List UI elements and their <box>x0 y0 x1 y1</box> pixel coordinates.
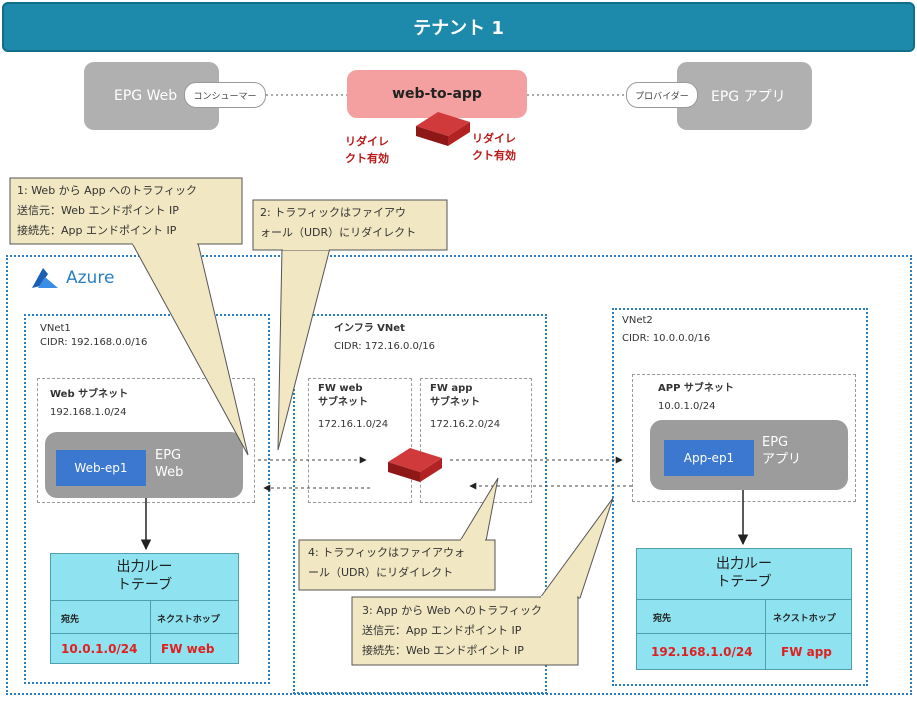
provider-label: プロバイダー <box>635 91 689 102</box>
rt-right-col-next: ネクストホップ <box>773 614 836 624</box>
callout-1-line1: 1: Web から App へのトラフィック <box>17 184 197 197</box>
rt-right-dest: 192.168.1.0/24 <box>651 645 753 659</box>
consumer-pill: コンシューマー <box>184 82 266 108</box>
callout-2-line2: ォール（UDR）にリダイレクト <box>260 226 417 239</box>
fw-web-subnet-box <box>308 378 412 503</box>
web-ep1-label: Web-ep1 <box>74 461 128 475</box>
contract-label: web-to-app <box>392 86 482 102</box>
redirect-enabled-right: リダイレ クト有効 <box>472 130 516 164</box>
redirect-left-line1: リダイレ <box>345 135 389 148</box>
consumer-label: コンシューマー <box>193 91 257 102</box>
web-subnet-name: Web サブネット <box>50 389 129 400</box>
callout-2-text: 2: トラフィックはファイアウ ォール（UDR）にリダイレクト <box>260 203 416 243</box>
callout-1-line2: 送信元：Web エンドポイント IP <box>17 204 179 217</box>
app-subnet-cidr: 10.0.1.0/24 <box>658 401 716 412</box>
app-subnet-box <box>632 374 856 502</box>
web-subnet-cidr: 192.168.1.0/24 <box>50 407 127 418</box>
fw-app-subnet-word: サブネット <box>430 397 480 408</box>
fw-web-name: FW web <box>318 383 363 394</box>
contract-web-to-app[interactable]: web-to-app <box>347 70 527 118</box>
fw-app-name: FW app <box>430 383 473 394</box>
rt-left-col-dest: 宛先 <box>61 615 80 625</box>
infra-vnet-name: インフラ VNet <box>334 323 405 334</box>
epg-web-label: EPG Web <box>114 88 178 104</box>
callout-3-line2: 送信元：App エンドポイント IP <box>362 624 522 637</box>
fw-web-cidr: 172.16.1.0/24 <box>318 419 389 430</box>
web-ep1-endpoint[interactable]: Web-ep1 <box>56 450 146 486</box>
callout-3-text: 3: App から Web へのトラフィック 送信元：App エンドポイント I… <box>362 601 542 661</box>
epg-app-box[interactable]: EPG アプリ <box>677 62 812 130</box>
vnet2-box <box>612 308 868 686</box>
provider-pill: プロバイダー <box>626 82 698 108</box>
rt-left-title-line2: トテーブ <box>116 577 173 593</box>
azure-icon <box>32 268 58 288</box>
vnet2-info: VNet2 CIDR: 10.0.0.0/16 <box>622 314 710 346</box>
rt-left-dest: 10.0.1.0/24 <box>61 642 138 656</box>
tenant-banner: テナント 1 <box>2 2 915 52</box>
epg-web-inner-line1: EPG <box>155 448 182 463</box>
rt-left-title: 出力ルー トテーブ <box>51 558 238 594</box>
epg-app-inner-line2: アプリ <box>762 452 802 467</box>
epg-app-label: EPG アプリ <box>711 89 786 105</box>
firewall-icon-infra <box>388 448 442 482</box>
redirect-right-line1: リダイレ <box>472 132 516 145</box>
callout-3-line3: 接続先：Web エンドポイント IP <box>362 644 524 657</box>
callout-4-text: 4: トラフィックはファイアウォ ール（UDR）にリダイレクト <box>308 543 465 583</box>
route-table-right: 出力ルー トテーブ 宛先 ネクストホップ 192.168.1.0/24 FW a… <box>636 548 852 670</box>
web-subnet-info: Web サブネット 192.168.1.0/24 <box>50 388 128 420</box>
callout-3-shape <box>351 497 614 666</box>
vnet1-box <box>24 314 270 684</box>
tenant-title: テナント 1 <box>413 18 504 39</box>
callout-3-line1: 3: App から Web へのトラフィック <box>362 604 542 617</box>
vnet2-name: VNet2 <box>622 315 653 326</box>
callout-1-line3: 接続先：App エンドポイント IP <box>17 224 177 237</box>
callout-4-shape <box>298 477 499 591</box>
epg-web-inner-line2: Web <box>155 465 184 480</box>
epg-app-inner-label: EPG アプリ <box>762 434 801 468</box>
vnet1-name: VNet1 <box>40 323 71 334</box>
vnet1-cidr: CIDR: 192.168.0.0/16 <box>40 337 148 348</box>
rt-right-title: 出力ルー トテーブ <box>637 555 851 591</box>
fw-app-subnet-box <box>420 378 532 503</box>
fw-web-subnet-info: FW web サブネット 172.16.1.0/24 <box>318 382 388 432</box>
callout-4-line1: 4: トラフィックはファイアウォ <box>308 546 465 559</box>
rt-right-title-line1: 出力ルー <box>716 556 772 572</box>
route-table-left: 出力ルー トテーブ 宛先 ネクストホップ 10.0.1.0/24 FW web <box>50 553 239 664</box>
infra-vnet-box <box>293 314 547 694</box>
azure-logo: Azure <box>30 266 114 290</box>
fw-app-cidr: 172.16.2.0/24 <box>430 419 501 430</box>
fw-app-subnet-info: FW app サブネット 172.16.2.0/24 <box>430 382 500 432</box>
redirect-enabled-left: リダイレ クト有効 <box>345 133 389 167</box>
rt-right-next: FW app <box>781 645 832 659</box>
redirect-left-line2: クト有効 <box>345 152 389 165</box>
infra-vnet-cidr: CIDR: 172.16.0.0/16 <box>334 341 435 352</box>
callout-2-line1: 2: トラフィックはファイアウ <box>260 206 406 219</box>
epg-web-inner-label: EPG Web <box>155 447 183 481</box>
callout-1-text: 1: Web から App へのトラフィック 送信元：Web エンドポイント I… <box>17 181 197 241</box>
callout-2-shape <box>252 199 448 451</box>
azure-region <box>6 255 912 695</box>
rt-left-title-line1: 出力ルー <box>116 559 173 575</box>
callout-4-line2: ール（UDR）にリダイレクト <box>308 566 454 579</box>
rt-left-col-next: ネクストホップ <box>157 615 220 625</box>
callout-1-shape <box>9 177 249 456</box>
vnet2-cidr: CIDR: 10.0.0.0/16 <box>622 333 711 344</box>
app-subnet-info: APP サブネット 10.0.1.0/24 <box>658 382 734 414</box>
infra-vnet-info: インフラ VNet CIDR: 172.16.0.0/16 <box>334 322 435 354</box>
app-ep1-label: App-ep1 <box>683 451 735 465</box>
azure-label: Azure <box>66 268 115 288</box>
rt-left-next: FW web <box>161 642 215 656</box>
app-subnet-name: APP サブネット <box>658 383 734 394</box>
rt-right-col-dest: 宛先 <box>653 614 672 624</box>
redirect-right-line2: クト有効 <box>472 149 516 162</box>
rt-right-title-line2: トテーブ <box>716 574 772 590</box>
vnet1-info: VNet1 CIDR: 192.168.0.0/16 <box>40 322 147 350</box>
fw-web-subnet-word: サブネット <box>318 397 368 408</box>
firewall-icon-top <box>416 112 470 146</box>
epg-app-inner-line1: EPG <box>762 435 789 450</box>
app-ep1-endpoint[interactable]: App-ep1 <box>664 440 754 476</box>
